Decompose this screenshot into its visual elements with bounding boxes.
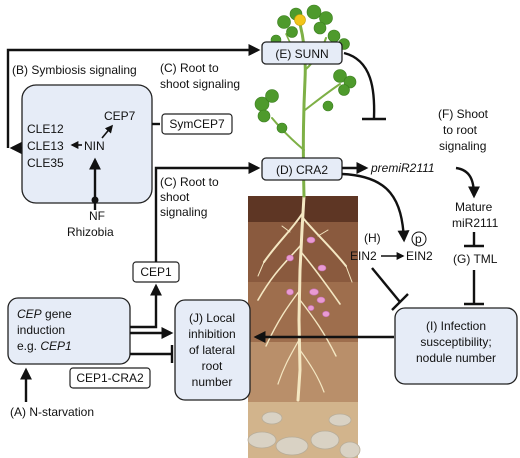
infection-line1: (I) Infection [426, 319, 486, 333]
local-inhibition-box [174, 299, 251, 401]
labels: (B) Symbiosis signaling (C) Root to shoo… [10, 47, 499, 419]
h-label: (H) [364, 231, 381, 245]
symbiosis-box [21, 84, 153, 204]
cle12-label: CLE12 [27, 122, 64, 136]
c-root-shoot-1-line1: (C) Root to [160, 61, 219, 75]
cep-induction-line3: e.g. CEP1 [17, 339, 72, 353]
local-inhibition-line1: (J) Local [189, 311, 235, 325]
stones [247, 411, 361, 458]
local-inhibition-line2: inhibition [188, 327, 235, 341]
infection-line3: nodule number [416, 351, 496, 365]
f-shoot-root-line2: to root [443, 123, 478, 137]
local-inhibition-line4: root [202, 359, 223, 373]
symcep7-label: SymCEP7 [169, 117, 225, 131]
eg-word: e.g. [17, 339, 40, 353]
mature-line1: Mature [455, 200, 493, 214]
cep-italic: CEP [17, 307, 42, 321]
cep1-italic: CEP1 [40, 339, 71, 353]
premir-label: premiR2111 [370, 161, 435, 175]
mature-line2: miR2111 [452, 216, 499, 230]
cep-induction-line1: CEP gene [17, 307, 72, 321]
nin-label: NIN [84, 139, 105, 153]
cep1-cra2-box [69, 367, 151, 389]
soil-layer-4 [248, 342, 358, 402]
cep-induction-line2: induction [17, 323, 65, 337]
phospho-circle [411, 231, 427, 247]
cep-induction-box [7, 297, 131, 365]
cep1-label: CEP1 [140, 265, 172, 279]
cra2-label: (D) CRA2 [276, 163, 328, 177]
ein2-inhibit-infection [371, 267, 401, 303]
nf-label: NF [89, 209, 105, 223]
rhizobia-label: Rhizobia [67, 225, 114, 239]
cep1-cra2-label: CEP1-CRA2 [76, 371, 144, 385]
local-inhibition-line5: number [192, 375, 233, 389]
cra2-to-ein2 [341, 172, 410, 243]
phospho-label: p [415, 232, 422, 246]
c-root-shoot-2-line3: signaling [160, 205, 207, 219]
induction-to-cep1 [130, 283, 162, 329]
f-shoot-root-line1: (F) Shoot [438, 107, 489, 121]
sunn-box [261, 41, 343, 65]
infection-box [394, 307, 518, 385]
b-symbiosis-label: (B) Symbiosis signaling [12, 63, 137, 77]
top-arrow-to-sunn [6, 44, 261, 148]
roots [257, 194, 353, 402]
cle13-label: CLE13 [27, 139, 64, 153]
symcep7-box [161, 113, 233, 135]
nstarvation-label: (A) N-starvation [10, 405, 94, 419]
local-inhibition-line3: of lateral [189, 343, 235, 357]
plant-illustration [247, 4, 361, 458]
f-shoot-root-line3: signaling [439, 139, 486, 153]
leaves [254, 4, 357, 134]
premir-to-mature [455, 166, 480, 199]
sunn-inhibit-curve [343, 51, 376, 119]
cle35-label: CLE35 [27, 156, 64, 170]
cep7-label: CEP7 [104, 109, 136, 123]
cep1-to-cra2-vertical [154, 162, 261, 262]
tml-label: (G) TML [453, 252, 498, 266]
c-root-shoot-2-line1: (C) Root to [160, 175, 219, 189]
ein2-label-1: EIN2 [350, 249, 377, 263]
flower [294, 14, 306, 26]
nodules [286, 236, 330, 318]
soil-layer-3 [248, 282, 358, 342]
ein2-inhibit-bar [391, 293, 409, 311]
connectors [6, 44, 484, 402]
sunn-label: (E) SUNN [275, 47, 328, 61]
nin-to-cep7 [101, 124, 114, 139]
c-root-shoot-2-line2: shoot [160, 190, 190, 204]
ein2-label-2: EIN2 [406, 249, 433, 263]
nf-dot [91, 196, 99, 204]
infection-line2: susceptibility; [420, 335, 491, 349]
gene-word: gene [42, 307, 72, 321]
c-root-shoot-1-line2: shoot signaling [160, 77, 240, 91]
